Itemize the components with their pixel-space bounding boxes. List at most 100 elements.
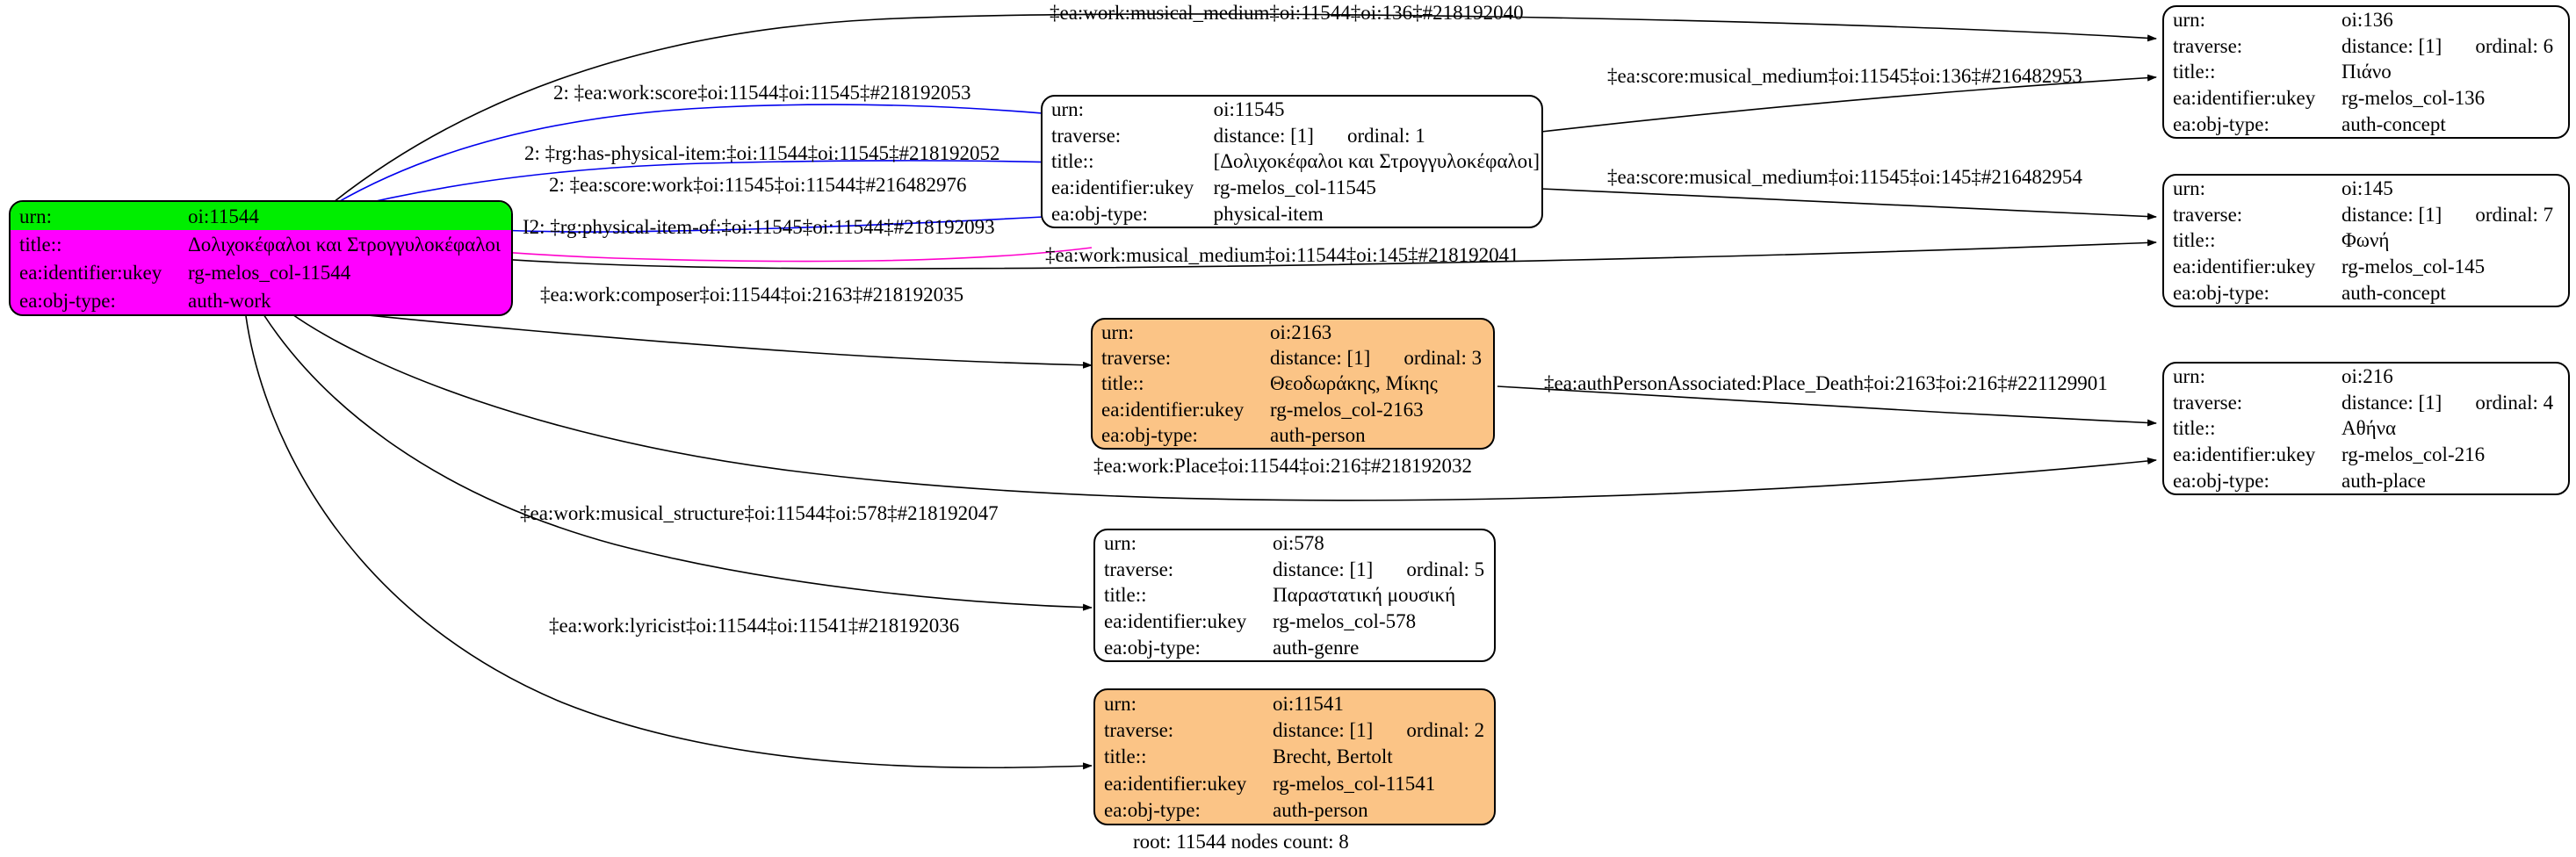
field-value-ukey: rg-melos_col-216 — [2341, 443, 2486, 466]
field-label-title: title:: — [1104, 584, 1147, 607]
field-label-traverse: traverse: — [1051, 124, 1122, 147]
field-value-objtype: auth-place — [2341, 469, 2426, 492]
field-label-urn: urn: — [2173, 177, 2206, 200]
field-label-ukey: ea:identifier:ukey — [1104, 772, 1247, 795]
field-value-urn: oi:11541 — [1273, 692, 1344, 715]
edge-path-e13 — [245, 315, 1093, 770]
node-oi216[interactable]: urn: oi:216 traverse: distance: [1]ordin… — [2162, 362, 2570, 495]
node-oi11544[interactable]: urn: oi:11544 title:: Δολιχοκέφαλοι και … — [9, 200, 513, 316]
field-value-traverse: distance: [1]ordinal: 7 — [2338, 202, 2568, 228]
node-row-urn: urn: oi:11545 — [1043, 97, 1541, 123]
field-value-traverse: distance: [1]ordinal: 3 — [1266, 345, 1493, 371]
node-row-title: title:: Παραστατική μουσική — [1095, 582, 1494, 609]
node-row-objtype: ea:obj-type: auth-concept — [2164, 111, 2568, 137]
field-value-ukey: rg-melos_col-11541 — [1273, 772, 1436, 795]
field-label-title: title:: — [2173, 417, 2216, 440]
node-row-title: title:: Αθήνα — [2164, 415, 2568, 442]
edge-label-e4: 2: ‡ea:score:work‡oi:11545‡oi:11544‡#216… — [549, 174, 967, 196]
edge-label-e2: 2: ‡ea:work:score‡oi:11544‡oi:11545‡#218… — [553, 82, 971, 104]
node-row-objtype: ea:obj-type: auth-person — [1095, 797, 1494, 824]
field-label-objtype: ea:obj-type: — [2173, 281, 2269, 304]
traverse-distance: distance: [1] — [2341, 34, 2443, 57]
node-row-objtype: ea:obj-type: auth-genre — [1095, 634, 1494, 660]
edge-path-e9 — [308, 308, 1093, 369]
field-label-title: title:: — [2173, 61, 2216, 83]
field-label-title: title:: — [1104, 745, 1147, 768]
node-row-traverse: traverse: distance: [1]ordinal: 3 — [1093, 345, 1493, 371]
field-label-urn: urn: — [1104, 692, 1137, 715]
node-oi11541[interactable]: urn: oi:11541 traverse: distance: [1] ord… — [1093, 688, 1496, 825]
field-value-urn: oi:11545 — [1213, 98, 1285, 121]
field-label-ukey: ea:identifier:ukey — [2173, 443, 2316, 466]
field-value-ukey: rg-melos_col-136 — [2341, 87, 2486, 110]
node-row-traverse: traverse: distance: [1] ordinal: 2 — [1095, 717, 1494, 743]
field-value-urn: oi:578 — [1273, 532, 1324, 555]
field-label-traverse: traverse: — [2173, 391, 2243, 414]
field-value-objtype: auth-work — [188, 289, 271, 312]
field-label-urn: urn: — [1101, 321, 1135, 344]
node-row-urn: urn: oi:11541 — [1095, 690, 1494, 717]
node-row-objtype: ea:obj-type: auth-place — [2164, 467, 2568, 493]
field-label-ukey: ea:identifier:ukey — [1104, 610, 1247, 633]
graph-caption: root: 11544 nodes count: 8 — [1133, 831, 1349, 853]
edge-label-e13: ‡ea:work:lyricist‡oi:11544‡oi:11541‡#218… — [549, 615, 960, 637]
edge-label-e3: 2: ‡rg:has-physical-item:‡oi:11544‡oi:11… — [524, 142, 1000, 164]
traverse-ordinal: ordinal: 6 — [2475, 34, 2554, 57]
traverse-ordinal: ordinal: 2 — [1406, 719, 1485, 742]
edge-label-e1: ‡ea:work:musical_medium‡oi:11544‡oi:136‡… — [1050, 2, 1524, 24]
node-row-traverse: traverse: distance: [1]ordinal: 7 — [2164, 202, 2568, 228]
field-label-objtype: ea:obj-type: — [1104, 799, 1201, 822]
field-label-traverse: traverse: — [2173, 203, 2243, 226]
field-label-title: title:: — [2173, 229, 2216, 252]
field-value-title: Φωνή — [2341, 229, 2390, 252]
field-label-traverse: traverse: — [1104, 558, 1174, 580]
node-oi145[interactable]: urn: oi:145 traverse: distance: [1]ordin… — [2162, 174, 2570, 307]
node-oi2163[interactable]: urn: oi:2163 traverse: distance: [1]ordi… — [1091, 318, 1495, 450]
field-label-title: title:: — [1101, 372, 1144, 395]
field-label-urn: urn: — [11, 202, 184, 230]
field-value-objtype: auth-person — [1273, 799, 1368, 822]
node-oi136[interactable]: urn: oi:136 traverse: distance: [1] ordin… — [2162, 5, 2570, 139]
node-row-title: title:: Πιάνο — [2164, 59, 2568, 85]
field-value-ukey: rg-melos_col-11544 — [188, 261, 351, 284]
field-value-urn: oi:11544 — [184, 202, 511, 230]
field-value-ukey: rg-melos_col-2163 — [1270, 398, 1424, 421]
edge-label-e5: I2: ‡rg:physical-item-of:‡oi:11545‡oi:11… — [523, 216, 995, 238]
traverse-ordinal: ordinal: 5 — [1406, 558, 1485, 580]
node-row-urn: urn: oi:136 — [2164, 7, 2568, 33]
field-value-objtype: auth-concept — [2341, 112, 2446, 135]
node-row-urn: urn: oi:578 — [1095, 530, 1494, 557]
node-oi578[interactable]: urn: oi:578 traverse: distance: [1] ordin… — [1093, 529, 1496, 662]
edge-label-e12: ‡ea:work:musical_structure‡oi:11544‡oi:5… — [520, 502, 999, 524]
edge-path-e7 — [1541, 188, 2157, 220]
edge-label-e11: ‡ea:work:Place‡oi:11544‡oi:216‡#21819203… — [1093, 455, 1472, 477]
field-label-ukey: ea:identifier:ukey — [2173, 256, 2316, 278]
node-row-objtype: ea:obj-type: auth-concept — [2164, 279, 2568, 306]
node-oi11545[interactable]: urn: oi:11545 traverse: distance: [1]ord… — [1041, 95, 1543, 228]
traverse-distance: distance: [1] — [1273, 558, 1374, 580]
traverse-ordinal: ordinal: 7 — [2475, 203, 2554, 226]
field-value-traverse: distance: [1] ordinal: 6 — [2338, 33, 2568, 60]
edge-label-e10: ‡ea:authPersonAssociated:Place_Death‡oi:… — [1544, 372, 2108, 394]
field-value-ukey: rg-melos_col-11545 — [1213, 176, 1376, 199]
field-label-traverse: traverse: — [2173, 34, 2243, 57]
field-value-urn: oi:2163 — [1270, 321, 1332, 344]
field-label-urn: urn: — [2173, 365, 2206, 388]
traverse-distance: distance: [1] — [1273, 719, 1374, 742]
node-row-title: title:: [Δολιχοκέφαλοι και Στρογγυλοκέφα… — [1043, 148, 1541, 175]
field-label-objtype: ea:obj-type: — [1101, 423, 1198, 446]
edge-label-e6: ‡ea:score:musical_medium‡oi:11545‡oi:136… — [1607, 65, 2082, 87]
node-row-ukey: ea:identifier:ukey rg-melos_col-11541 — [1095, 770, 1494, 796]
field-label-urn: urn: — [2173, 9, 2206, 32]
node-row-objtype: ea:obj-type: auth-work — [11, 286, 511, 314]
field-label-ukey: ea:identifier:ukey — [19, 261, 162, 284]
node-row-title: title:: Θεοδωράκης, Μίκης — [1093, 371, 1493, 396]
field-value-urn: oi:145 — [2341, 177, 2393, 200]
field-value-traverse: distance: [1] ordinal: 2 — [1269, 717, 1494, 743]
node-row-ukey: ea:identifier:ukey rg-melos_col-136 — [2164, 85, 2568, 112]
field-label-traverse: traverse: — [1104, 719, 1174, 742]
node-row-traverse: traverse: distance: [1] ordinal: 6 — [2164, 33, 2568, 60]
field-label-urn: urn: — [1051, 98, 1085, 121]
field-value-objtype: auth-genre — [1273, 636, 1360, 659]
